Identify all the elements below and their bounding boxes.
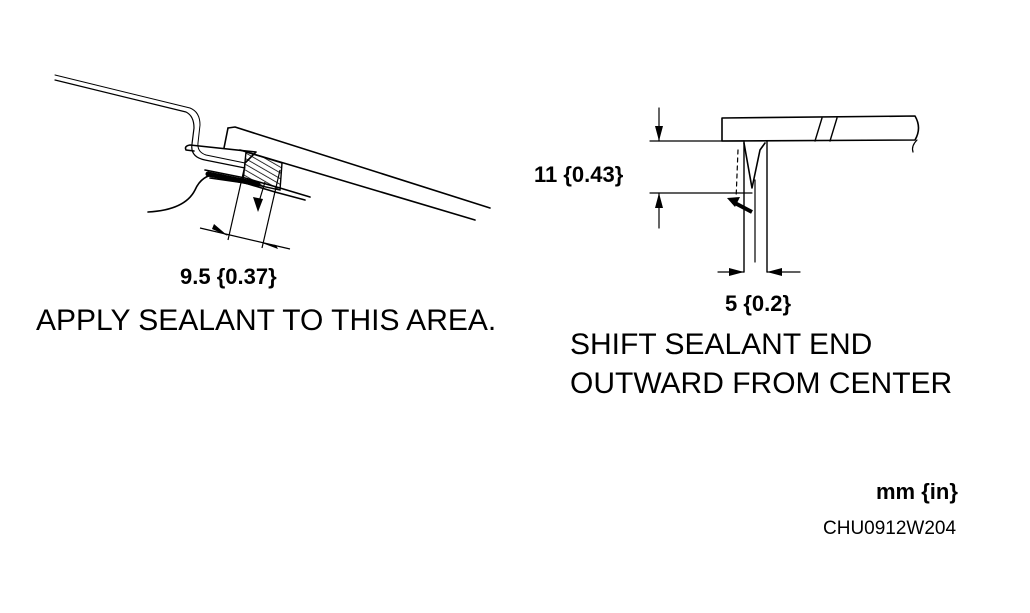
plate-outline [721,115,920,142]
outer-panel-line-inner [54,79,246,169]
dim-extension-left [227,164,246,241]
dim-extension-right [261,169,281,249]
dim-h-arrow-left [729,268,744,276]
sealant-end-dashed [735,149,739,201]
right-caption-line1: SHIFT SEALANT END [570,328,873,361]
left-dimension-label: 9.5 {0.37} [180,264,277,289]
figure-code: CHU0912W204 [823,518,957,539]
left-caption: APPLY SEALANT TO THIS AREA. [36,304,497,337]
shift-arrow-head [727,197,740,207]
right-horizontal-dimension-label: 5 {0.2} [725,291,792,316]
plate-stripe-1 [814,117,823,142]
right-vertical-dimension-label: 11 {0.43} [534,162,624,187]
dim-arrow-left [212,224,228,236]
dim-v-arrow-top [655,126,663,141]
upper-panel-top [227,126,491,209]
dim-v-arrow-bottom [655,193,663,208]
upper-panel-bottom [223,127,229,149]
right-caption-line2: OUTWARD FROM CENTER [570,367,953,400]
units-label: mm {in} [876,479,958,504]
flange-lip [184,144,257,164]
dim-arrow-right [262,243,278,249]
sealant-end-shape [743,142,766,189]
sealant-pointer-arrow [253,197,263,212]
dim-h-arrow-right [767,268,782,276]
plate-break [911,139,918,153]
lower-flange-bottom [209,177,306,201]
outer-panel-line [54,74,246,164]
plate-stripe-2 [829,117,838,142]
